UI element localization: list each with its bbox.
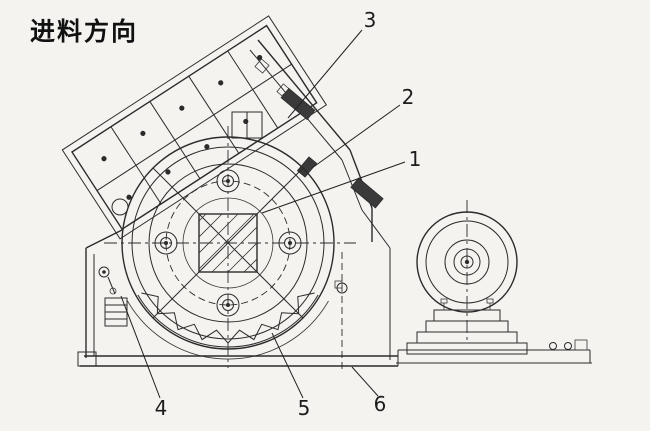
leader-line-5 — [271, 332, 304, 399]
callout-label-3: 3 — [364, 8, 377, 32]
callout-label-5: 5 — [298, 396, 311, 420]
rotor-bolt-left — [154, 231, 178, 255]
rotor-bolt-top — [216, 169, 240, 193]
leader-line-3 — [287, 29, 363, 119]
leader-line-4 — [120, 295, 161, 399]
callout-leaders — [120, 29, 406, 399]
spring-damper — [98, 266, 128, 327]
leader-line-6 — [351, 366, 379, 397]
feed-direction-label: 进料方向 — [30, 17, 138, 46]
rotor-assembly — [121, 136, 335, 350]
callout-label-2: 2 — [402, 85, 415, 109]
motor-assembly — [406, 211, 528, 355]
crusher-housing — [85, 39, 391, 360]
impact-liner — [127, 280, 348, 360]
adjust-bolt — [296, 156, 318, 178]
blow-bar-upper — [280, 87, 316, 121]
callout-label-4: 4 — [155, 396, 168, 420]
rotor-bolt-right — [278, 231, 302, 255]
callout-label-1: 1 — [409, 147, 422, 171]
leader-line-1 — [261, 161, 406, 214]
feed-chute-grid — [61, 15, 328, 240]
leader-line-2 — [311, 104, 401, 169]
blow-bar-lower — [350, 177, 384, 209]
rotor-shaft-hatch — [199, 214, 257, 272]
centerlines — [104, 126, 468, 372]
base-frame — [77, 339, 592, 367]
rotor-bolt-bottom — [216, 293, 240, 317]
callout-label-6: 6 — [374, 392, 387, 416]
